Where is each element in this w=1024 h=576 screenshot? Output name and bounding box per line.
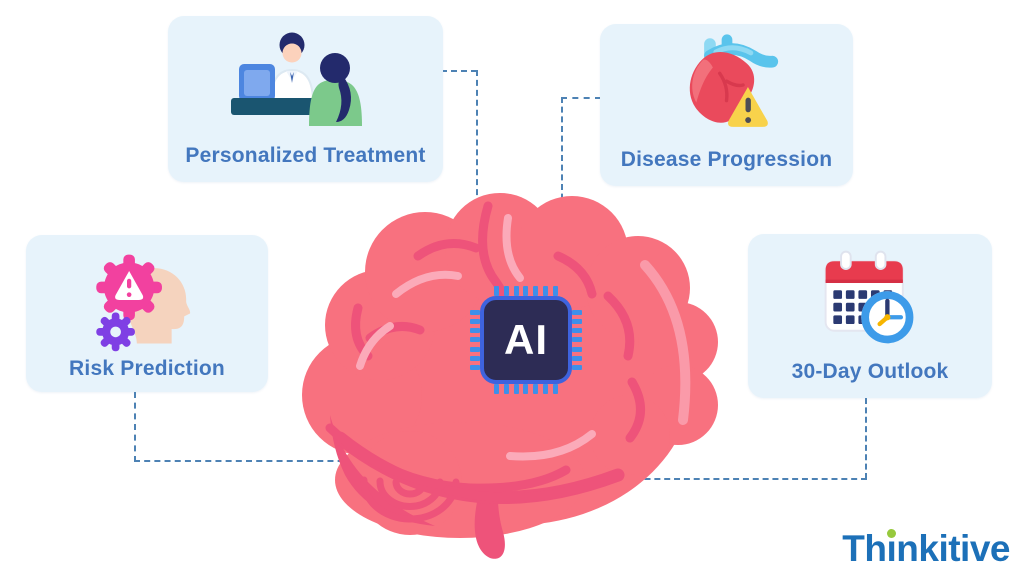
heart-warning-icon: [671, 24, 783, 140]
risk-prediction-illustration: [96, 254, 191, 352]
chip-pins-right: [572, 310, 582, 370]
calendar-clock-icon: [812, 234, 928, 352]
connector-risk-horizontal: [134, 460, 364, 462]
connector-disease-horizontal: [561, 97, 601, 99]
connector-personalized-horizontal: [441, 70, 477, 72]
connector-outlook-horizontal: [615, 478, 867, 480]
heart-warning-illustration: [689, 34, 778, 127]
ai-chip-label: AI: [504, 316, 548, 363]
ai-chip: AI: [468, 286, 584, 394]
logo-letter-i: ı: [886, 528, 897, 569]
connector-disease-vertical: [561, 97, 563, 219]
logo-green-dot-icon: [887, 529, 897, 538]
doctor-patient-illustration: [231, 32, 362, 126]
logo-text-suffix: nkitive: [896, 528, 1010, 569]
card-30-day-outlook: 30-Day Outlook: [748, 234, 992, 398]
calendar-clock-illustration: [824, 250, 914, 344]
connector-risk-vertical: [134, 392, 136, 462]
card-label: Disease Progression: [620, 148, 833, 171]
card-label: Personalized Treatment: [185, 144, 426, 167]
chip-pins-top: [494, 286, 558, 296]
card-personalized-treatment: Personalized Treatment: [168, 16, 443, 182]
card-label: 30-Day Outlook: [791, 360, 949, 383]
card-label: Risk Prediction: [69, 357, 225, 380]
connector-outlook-vertical: [865, 398, 867, 479]
chip-pins-bottom: [494, 384, 558, 394]
logo-text-prefix: Th: [842, 528, 887, 569]
doctor-patient-icon: [223, 16, 388, 136]
ai-chip-core: AI: [480, 296, 572, 384]
card-disease-progression: Disease Progression: [600, 24, 853, 186]
head-gears-warning-icon: [86, 235, 208, 357]
connector-personalized-vertical: [476, 70, 478, 205]
chip-pins-left: [470, 310, 480, 370]
card-risk-prediction: Risk Prediction: [26, 235, 268, 392]
